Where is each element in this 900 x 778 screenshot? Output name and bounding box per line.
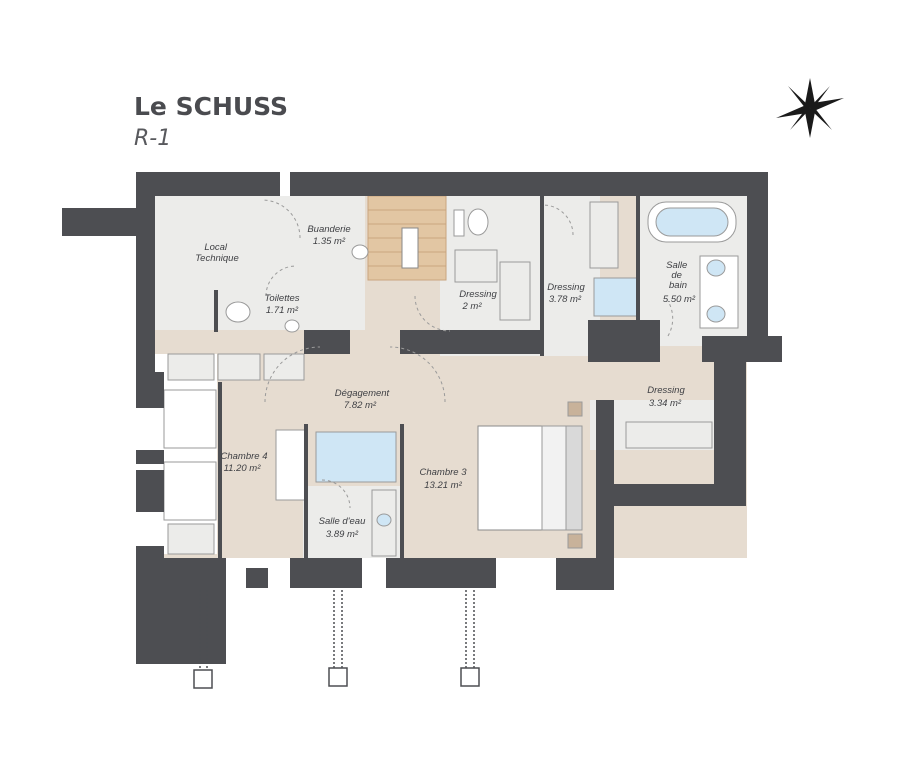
room-area-dressing-3: 3.34 m² — [649, 398, 682, 409]
room-area-chambre-4: 11.20 m² — [224, 463, 262, 474]
room-name-salle-de-bain: Salle de bain — [666, 260, 690, 291]
room-name-salle-d-eau: Salle d'eau — [319, 516, 366, 527]
room-area-dressing-2: 3.78 m² — [549, 294, 582, 305]
plan-title: Le SCHUSS — [134, 92, 289, 121]
room-area-toilettes: 1.71 m² — [266, 305, 299, 316]
room-name-degagement: Dégagement — [335, 388, 390, 399]
room-name-toilettes: Toilettes — [264, 293, 299, 304]
plan-level: R-1 — [134, 126, 172, 151]
walls — [62, 172, 782, 664]
room-area-dressing-1: 2 m² — [462, 301, 483, 312]
room-name-local: Local Technique — [195, 242, 239, 264]
room-name-chambre-3: Chambre 3 — [420, 467, 468, 478]
room-labels: Local Technique Buanderie 1.35 m² Toilet… — [195, 224, 696, 540]
room-name-buanderie: Buanderie — [307, 224, 350, 235]
room-area-chambre-3: 13.21 m² — [424, 480, 462, 491]
staircase — [367, 195, 447, 281]
door-swings — [261, 199, 674, 509]
fixtures — [163, 201, 739, 557]
room-area-degagement: 7.82 m² — [344, 400, 377, 411]
room-area-salle-de-bain: 5.50 m² — [663, 294, 696, 305]
room-area-buanderie: 1.35 m² — [313, 236, 346, 247]
room-name-dressing-3: Dressing — [647, 385, 685, 396]
room-name-dressing-2: Dressing — [547, 282, 585, 293]
room-name-dressing-1: Dressing — [459, 289, 497, 300]
room-area-salle-d-eau: 3.89 m² — [326, 529, 359, 540]
room-name-chambre-4: Chambre 4 — [221, 451, 268, 462]
compass-rose-icon — [776, 78, 844, 138]
exterior-pillars — [193, 590, 480, 689]
